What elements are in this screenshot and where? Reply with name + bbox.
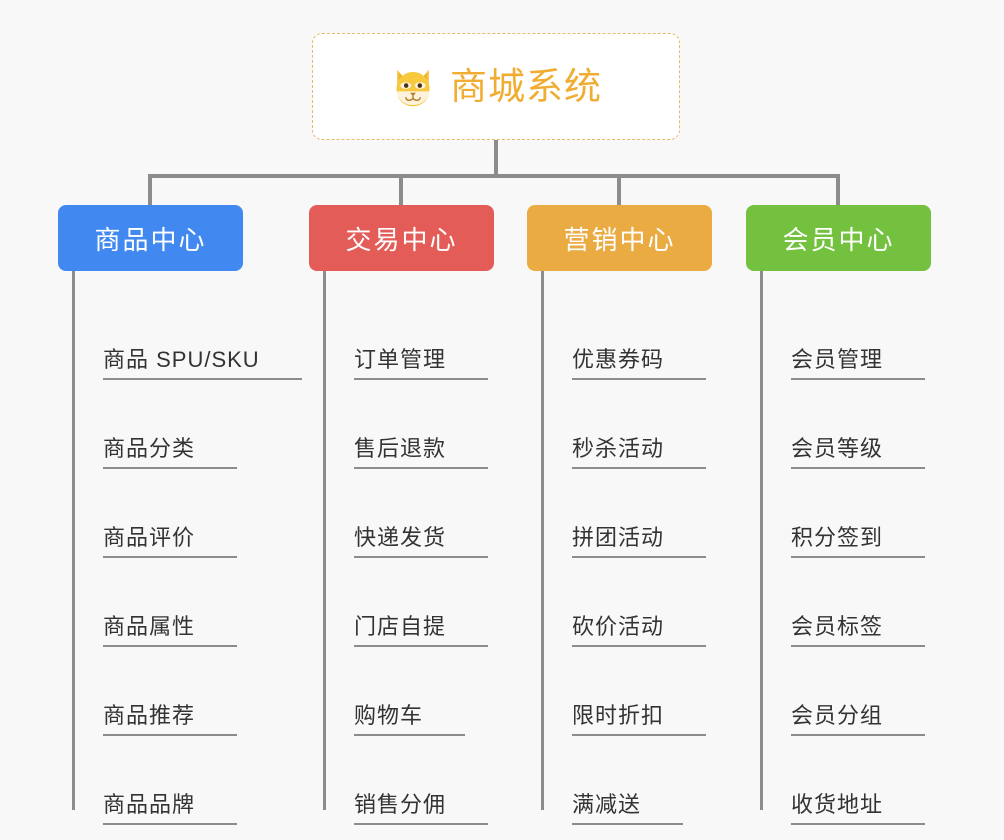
root-node[interactable]: 商城系统 [312,33,680,140]
leaf-item[interactable]: 限时折扣 [527,647,752,736]
leaf-item[interactable]: 销售分佣 [309,736,534,825]
leaf-item[interactable]: 优惠券码 [527,291,752,380]
leaf-item[interactable]: 购物车 [309,647,534,736]
leaf-list-4: 会员管理 会员等级 积分签到 会员标签 会员分组 收货地址 [746,271,971,825]
leaf-label: 收货地址 [791,792,926,825]
connector-root-stem [494,140,498,176]
leaf-label: 秒杀活动 [572,436,707,469]
connector-drop-3 [617,174,621,208]
category-header-2[interactable]: 交易中心 [309,205,494,271]
leaf-item[interactable]: 门店自提 [309,558,534,647]
leaf-trunk-4 [760,271,763,810]
category-header-4[interactable]: 会员中心 [746,205,931,271]
leaf-item[interactable]: 商品评价 [58,469,288,558]
leaf-trunk-1 [72,271,75,810]
leaf-item[interactable]: 满减送 [527,736,752,825]
leaf-item[interactable]: 秒杀活动 [527,380,752,469]
leaf-item[interactable]: 售后退款 [309,380,534,469]
leaf-item[interactable]: 商品分类 [58,380,288,469]
connector-drop-4 [836,174,840,208]
category-header-3[interactable]: 营销中心 [527,205,712,271]
leaf-label: 销售分佣 [354,792,489,825]
category-header-2-label: 交易中心 [345,224,458,255]
category-header-1[interactable]: 商品中心 [58,205,243,271]
leaf-label: 购物车 [354,703,466,736]
leaf-item[interactable]: 会员管理 [746,291,971,380]
leaf-item[interactable]: 会员等级 [746,380,971,469]
leaf-label: 满减送 [572,792,684,825]
connector-horizontal-bar [150,174,840,178]
leaf-label: 会员等级 [791,436,926,469]
leaf-trunk-3 [541,271,544,810]
leaf-label: 积分签到 [791,525,926,558]
leaf-label: 拼团活动 [572,525,707,558]
leaf-label: 商品品牌 [103,792,238,825]
category-column-1: 商品中心 商品 SPU/SKU 商品分类 商品评价 商品属性 商品推荐 商品品牌 [58,205,302,825]
leaf-list-1: 商品 SPU/SKU 商品分类 商品评价 商品属性 商品推荐 商品品牌 [58,271,302,825]
root-title: 商城系统 [450,66,602,107]
leaf-item[interactable]: 收货地址 [746,736,971,825]
dog-face-icon [396,69,430,106]
leaf-label: 限时折扣 [572,703,707,736]
leaf-list-2: 订单管理 售后退款 快递发货 门店自提 购物车 销售分佣 [309,271,534,825]
leaf-label: 会员分组 [791,703,926,736]
leaf-item[interactable]: 快递发货 [309,469,534,558]
leaf-item[interactable]: 订单管理 [309,291,534,380]
leaf-label: 砍价活动 [572,614,707,647]
leaf-trunk-2 [323,271,326,810]
leaf-item[interactable]: 商品推荐 [58,647,288,736]
leaf-label: 优惠券码 [572,347,707,380]
leaf-label: 快递发货 [354,525,489,558]
leaf-label: 商品分类 [103,436,238,469]
category-header-3-label: 营销中心 [563,224,676,255]
leaf-label: 售后退款 [354,436,489,469]
leaf-label: 会员管理 [791,347,926,380]
category-column-3: 营销中心 优惠券码 秒杀活动 拼团活动 砍价活动 限时折扣 满减送 [527,205,752,825]
leaf-item[interactable]: 积分签到 [746,469,971,558]
leaf-item[interactable]: 拼团活动 [527,469,752,558]
leaf-list-3: 优惠券码 秒杀活动 拼团活动 砍价活动 限时折扣 满减送 [527,271,752,825]
leaf-item[interactable]: 商品品牌 [58,736,288,825]
leaf-label: 商品推荐 [103,703,238,736]
leaf-label: 商品 SPU/SKU [103,347,302,380]
category-column-4: 会员中心 会员管理 会员等级 积分签到 会员标签 会员分组 收货地址 [746,205,971,825]
connector-drop-2 [399,174,403,208]
connector-drop-1 [148,174,152,208]
leaf-label: 商品属性 [103,614,238,647]
category-header-1-label: 商品中心 [94,224,207,255]
category-column-2: 交易中心 订单管理 售后退款 快递发货 门店自提 购物车 销售分佣 [309,205,534,825]
leaf-label: 会员标签 [791,614,926,647]
leaf-item[interactable]: 砍价活动 [527,558,752,647]
leaf-label: 商品评价 [103,525,238,558]
category-header-4-label: 会员中心 [782,224,895,255]
leaf-item[interactable]: 商品 SPU/SKU [58,291,302,380]
leaf-item[interactable]: 会员标签 [746,558,971,647]
leaf-label: 门店自提 [354,614,489,647]
leaf-item[interactable]: 商品属性 [58,558,288,647]
leaf-item[interactable]: 会员分组 [746,647,971,736]
leaf-label: 订单管理 [354,347,489,380]
